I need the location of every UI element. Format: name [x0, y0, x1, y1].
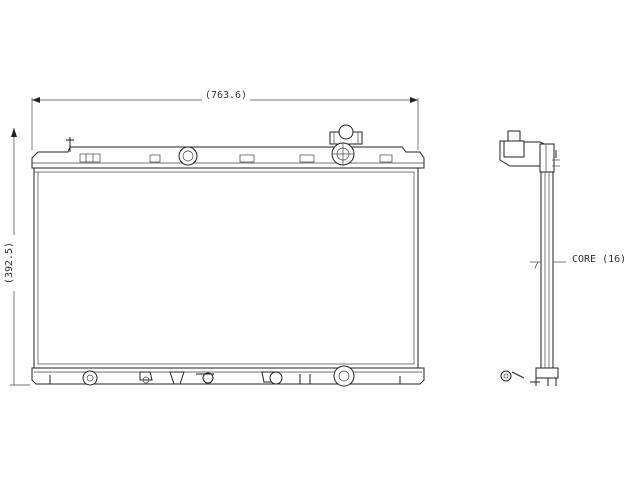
inlet-pipe [178, 146, 198, 166]
radiator-cap [329, 124, 363, 166]
radiator-core [33, 167, 419, 369]
radiator-front-view [31, 124, 425, 387]
width-dimension: (763.6) [31, 88, 419, 150]
lower-fittings [49, 365, 401, 387]
svg-text:/: / [534, 261, 539, 270]
height-dimension: (392.5) [2, 128, 30, 386]
core-thickness-label: CORE (16) [572, 254, 626, 265]
width-dimension-label: (763.6) [205, 90, 247, 101]
height-dimension-label: (392.5) [4, 242, 15, 284]
radiator-side-view: / CORE (16) [499, 130, 626, 386]
